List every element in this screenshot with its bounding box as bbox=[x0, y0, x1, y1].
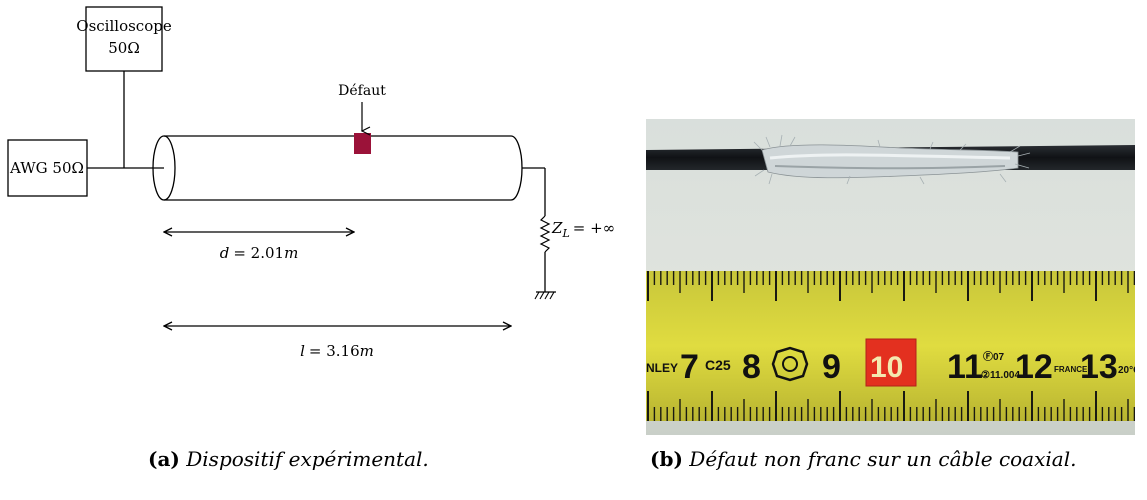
awg-box: AWG 50Ω bbox=[7, 139, 88, 197]
load-subscript: L bbox=[561, 227, 569, 240]
tape-number-11: 11 bbox=[947, 348, 983, 386]
length-l-value: = 3.16 bbox=[309, 342, 360, 360]
defect-marker bbox=[354, 133, 371, 154]
caption-a: (a) Dispositif expérimental. bbox=[148, 447, 429, 471]
tape-mark-211004: ②11.004 bbox=[981, 370, 1020, 381]
caption-b: (b) Défaut non franc sur un câble coaxia… bbox=[650, 447, 1076, 471]
load-resistor-icon bbox=[539, 215, 551, 253]
coaxial-cable bbox=[152, 135, 523, 201]
cable-defect-photo: NLEY 7 C25 8 9 10 11 Ⓕ07 ②11.004 12 FRAN… bbox=[646, 119, 1140, 435]
tape-number-c25: C25 bbox=[705, 357, 731, 373]
tape-number-8: 8 bbox=[742, 348, 761, 386]
tape-fragment: NLEY bbox=[646, 361, 678, 375]
tape-mark-france: FRANCE bbox=[1054, 365, 1088, 374]
load-label: ZL = +∞ bbox=[551, 219, 615, 240]
tape-ticks bbox=[647, 271, 1135, 421]
length-l-var: l bbox=[300, 342, 305, 360]
tape-number-12: 12 bbox=[1015, 348, 1053, 386]
load-symbol: Z bbox=[551, 219, 563, 237]
caption-a-tag: (a) bbox=[148, 447, 180, 471]
load-value: = +∞ bbox=[573, 219, 615, 237]
distance-d-label: d= 2.01m bbox=[220, 244, 299, 262]
oscilloscope-label: Oscilloscope bbox=[76, 17, 172, 35]
tape-number-20c: 20°C bbox=[1118, 365, 1140, 376]
tape-highlight-10 bbox=[865, 338, 917, 387]
caption-b-text: Défaut non franc sur un câble coaxial. bbox=[689, 447, 1077, 471]
tape-number-9: 9 bbox=[822, 348, 841, 386]
defect-label: Défaut bbox=[338, 83, 386, 99]
caption-b-tag: (b) bbox=[650, 447, 683, 471]
awg-label: AWG 50Ω bbox=[9, 159, 84, 177]
distance-d-value: = 2.01 bbox=[233, 244, 284, 262]
ground-icon bbox=[534, 291, 556, 300]
distance-d-unit: m bbox=[284, 244, 298, 262]
oscilloscope-impedance: 50Ω bbox=[108, 39, 140, 57]
tape-mark-f07: Ⓕ07 bbox=[983, 350, 1005, 363]
tape-logo-icon bbox=[771, 346, 809, 382]
length-l-unit: m bbox=[360, 342, 374, 360]
tape-number-13: 13 bbox=[1080, 348, 1118, 386]
cable-defect-region bbox=[761, 144, 1019, 179]
oscilloscope-box: Oscilloscope 50Ω bbox=[76, 6, 172, 72]
tape-number-7: 7 bbox=[680, 348, 699, 386]
length-l-label: l= 3.16m bbox=[300, 342, 374, 360]
tape-number-10: 10 bbox=[870, 351, 903, 384]
caption-a-text: Dispositif expérimental. bbox=[186, 447, 429, 471]
distance-d-var: d bbox=[220, 244, 230, 262]
